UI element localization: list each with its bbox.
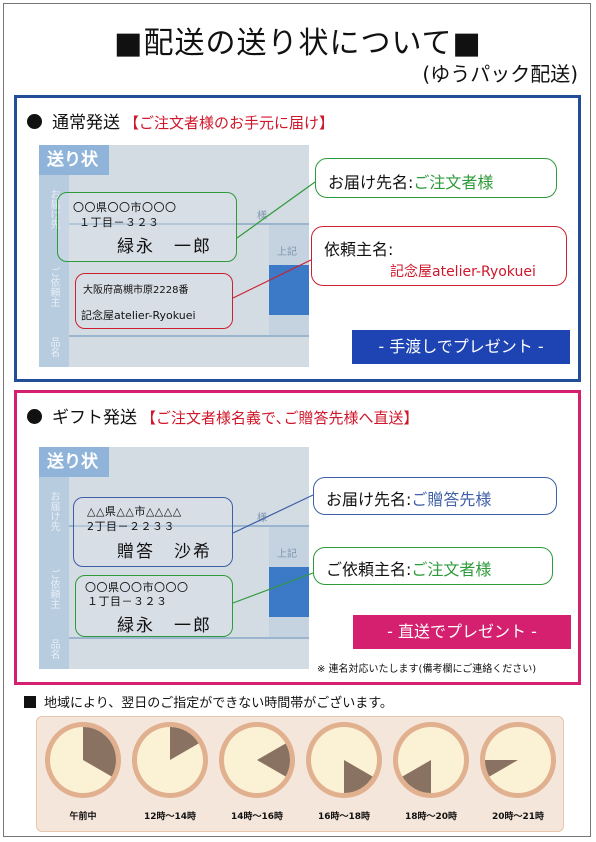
normal-heading-text: 通常発送: [52, 113, 120, 133]
gift-shipping-heading: ギフト発送【ご注文者様名義で､ご贈答先様へ直送】: [27, 403, 419, 428]
recipient-callout: お届け先名:ご注文者様: [315, 158, 557, 198]
clock-icon: [219, 722, 295, 798]
direct-delivery-button: - 直送でプレゼント -: [353, 615, 571, 649]
recipient-connector: [236, 181, 316, 239]
page-border: [3, 3, 591, 837]
clock-label: 16時～18時: [317, 812, 371, 822]
clock-icon: [45, 722, 121, 798]
label-divider: [69, 223, 309, 225]
label-right-small: 上記: [277, 247, 297, 258]
gift-shipping-section: ギフト発送【ご注文者様名義で､ご贈答先様へ直送】 送り状 お届け先 ご依頼主 品…: [14, 390, 581, 685]
clock-wedge: [170, 727, 199, 760]
sender-callout: ご依頼主名:ご注文者様: [313, 547, 553, 585]
label-title: 送り状: [39, 447, 109, 477]
connector-lines: [232, 181, 316, 299]
recipient-address-line1: 〇〇県〇〇市〇〇〇: [73, 201, 177, 214]
recipient-address-line2: １丁目－３２３: [79, 216, 160, 229]
recipient-name: 緑永 一郎: [117, 237, 212, 257]
label-title: 送り状: [39, 145, 109, 175]
clock-icon: [480, 722, 556, 798]
joint-name-footnote: ※ 連名対応いたします(備考欄にご連絡ください): [317, 664, 537, 675]
clock-label: 20時～21時: [491, 812, 545, 822]
square-bullet-icon: [24, 696, 36, 708]
hand-delivery-button: - 手渡しでプレゼント -: [352, 330, 570, 364]
label-side-strip: お届け先 ご依頼主 品名: [39, 175, 69, 367]
clock-wedge: [344, 760, 373, 793]
clock-icon: [393, 722, 469, 798]
sender-callout-label: 依頼主名:: [324, 240, 394, 259]
recipient-name: 贈答 沙希: [117, 542, 212, 562]
label-side-item: 品名: [48, 639, 59, 659]
recipient-callout-label: お届け先名:: [328, 173, 414, 192]
label-sama: 様: [257, 513, 267, 524]
clock-label: 午前中: [69, 812, 97, 822]
recipient-callout-value: ご注文者様: [413, 173, 494, 192]
clock-label: 12時～14時: [143, 812, 197, 822]
recipient-connector: [232, 494, 314, 534]
label-sama: 様: [257, 211, 267, 222]
label-side-strip: お届け先 ご依頼主 品名: [39, 477, 69, 669]
sender-callout: 依頼主名: 記念屋atelier-Ryokuei: [311, 226, 567, 286]
time-slot-panel: 午前中 12時～14時 14時～16時 16時～18時 18時～20時 20時～21時: [36, 716, 564, 832]
clock-wedge: [83, 727, 116, 777]
recipient-callout-value: ご贈答先様: [411, 490, 492, 509]
bullet-icon: [27, 409, 42, 424]
clock-icon: [306, 722, 382, 798]
label-side-recipient: お届け先: [48, 189, 59, 229]
sender-address: 大阪府高槻市原2228番: [83, 285, 189, 296]
sender-callout-value: ご注文者様: [411, 560, 492, 579]
label-right-area: [269, 225, 309, 335]
gift-heading-text: ギフト発送: [52, 408, 137, 428]
label-divider: [69, 525, 309, 527]
sender-connector: [232, 572, 314, 604]
recipient-address-line2: 2丁目－２２３３: [87, 520, 175, 533]
label-side-sender: ご依頼主: [48, 569, 59, 609]
page-subtitle: (ゆうパック配送): [422, 62, 578, 86]
recipient-address-line1: △△県△△市△△△△: [87, 505, 182, 518]
sender-address-line1: 〇〇県〇〇市〇〇〇: [85, 581, 189, 594]
sender-connector: [232, 257, 316, 299]
recipient-callout: お届け先名:ご贈答先様: [313, 477, 557, 515]
recipient-callout-label: お届け先名:: [326, 490, 412, 509]
label-side-recipient: お届け先: [48, 491, 59, 531]
label-side-sender: ご依頼主: [48, 267, 59, 307]
label-divider: [69, 335, 309, 337]
sender-name: 緑永 一郎: [117, 616, 212, 636]
page-title: ■配送の送り状について■: [114, 26, 482, 61]
normal-heading-note: 【ご注文者様のお手元に届け】: [124, 114, 335, 132]
sender-callout-label: ご依頼主名:: [326, 560, 412, 579]
time-slot-heading-text: 地域により、翌日のご指定ができない時間帯がございます。: [44, 696, 393, 711]
sender-address-line2: １丁目－３２３: [87, 595, 168, 608]
clock-wedge: [257, 743, 290, 777]
label-divider: [69, 637, 309, 639]
shipping-label-image: 送り状 お届け先 ご依頼主 品名 様 上記: [39, 145, 309, 367]
recipient-box: [57, 192, 237, 262]
bullet-icon: [27, 114, 42, 129]
clock-label: 18時～20時: [404, 812, 458, 822]
label-side-item: 品名: [48, 337, 59, 357]
sender-name: 記念屋atelier-Ryokuei: [81, 309, 196, 322]
clock-wedge: [485, 760, 518, 777]
gift-heading-note: 【ご注文者様名義で､ご贈答先様へ直送】: [141, 409, 419, 427]
recipient-box: [73, 497, 233, 567]
connector-lines: [232, 494, 314, 604]
time-slot-heading: 地域により、翌日のご指定ができない時間帯がございます。: [24, 692, 393, 711]
normal-shipping-section: 通常発送【ご注文者様のお手元に届け】 送り状 お届け先 ご依頼主 品名 様 上記…: [14, 95, 581, 382]
sender-box: [75, 575, 233, 637]
clock-label: 14時～16時: [230, 812, 284, 822]
sender-box: [75, 273, 233, 329]
shipping-label-image: 送り状 お届け先 ご依頼主 品名 様 上記: [39, 447, 309, 669]
normal-shipping-heading: 通常発送【ご注文者様のお手元に届け】: [27, 108, 334, 133]
sender-callout-value: 記念屋atelier-Ryokuei: [390, 264, 536, 280]
clock-icon: [132, 722, 208, 798]
label-right-small: 上記: [277, 549, 297, 560]
clock-wedge: [402, 760, 431, 793]
